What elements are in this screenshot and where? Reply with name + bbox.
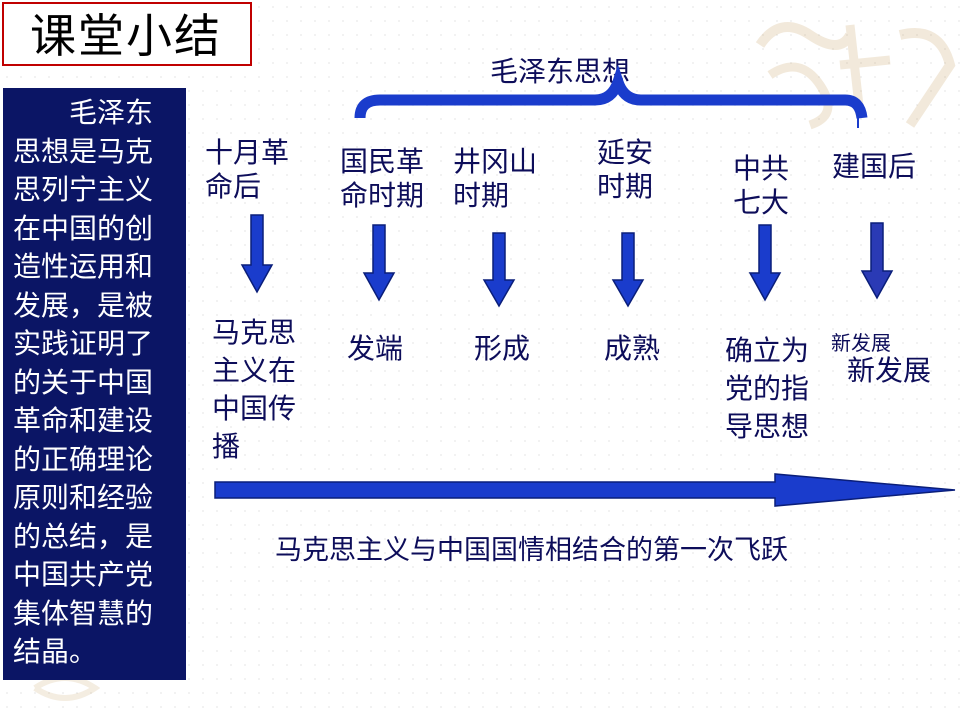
stage-period-6: 建国后: [832, 150, 917, 183]
page-title: 课堂小结: [30, 9, 222, 63]
stage-outcome-3: 形成: [474, 332, 531, 365]
stage-period-1: 十月革 命后: [205, 136, 290, 203]
summary-text: 毛泽东思想是马克思列宁主义在中国的创造性运用和发展，是被实践证明了的关于中国革命…: [13, 96, 154, 668]
down-arrow: [748, 224, 782, 302]
down-arrow: [362, 224, 396, 302]
brace-label: 毛泽东思想: [490, 55, 631, 88]
down-arrow: [860, 222, 894, 300]
stage-period-5: 中共 七大: [733, 152, 790, 219]
brace: [354, 64, 868, 119]
stage-outcome-2: 发端: [347, 332, 404, 365]
title-box: 课堂小结: [2, 2, 252, 66]
stage-outcome-5: 确立为 党的指 导思想: [725, 334, 810, 443]
down-arrow: [611, 232, 645, 308]
stage-outcome-6: 新发展: [847, 354, 932, 387]
summary-panel: 毛泽东思想是马克思列宁主义在中国的创造性运用和发展，是被实践证明了的关于中国革命…: [3, 88, 186, 680]
stage-period-4: 延安 时期: [597, 136, 654, 203]
down-arrow: [482, 232, 516, 308]
stage-note: 新发展: [831, 331, 891, 355]
bottom-caption: 马克思主义与中国国情相结合的第一次飞跃: [275, 535, 788, 566]
stage-outcome-1: 马克思 主义在 中国传 播: [212, 316, 297, 463]
stage-period-3: 井冈山 时期: [453, 145, 538, 212]
decorative-calligraphy: [755, 22, 956, 130]
down-arrow: [240, 214, 274, 294]
stage-period-2: 国民革 命时期: [340, 145, 425, 212]
stage-outcome-4: 成熟: [604, 332, 661, 365]
progress-arrow: [214, 473, 956, 507]
